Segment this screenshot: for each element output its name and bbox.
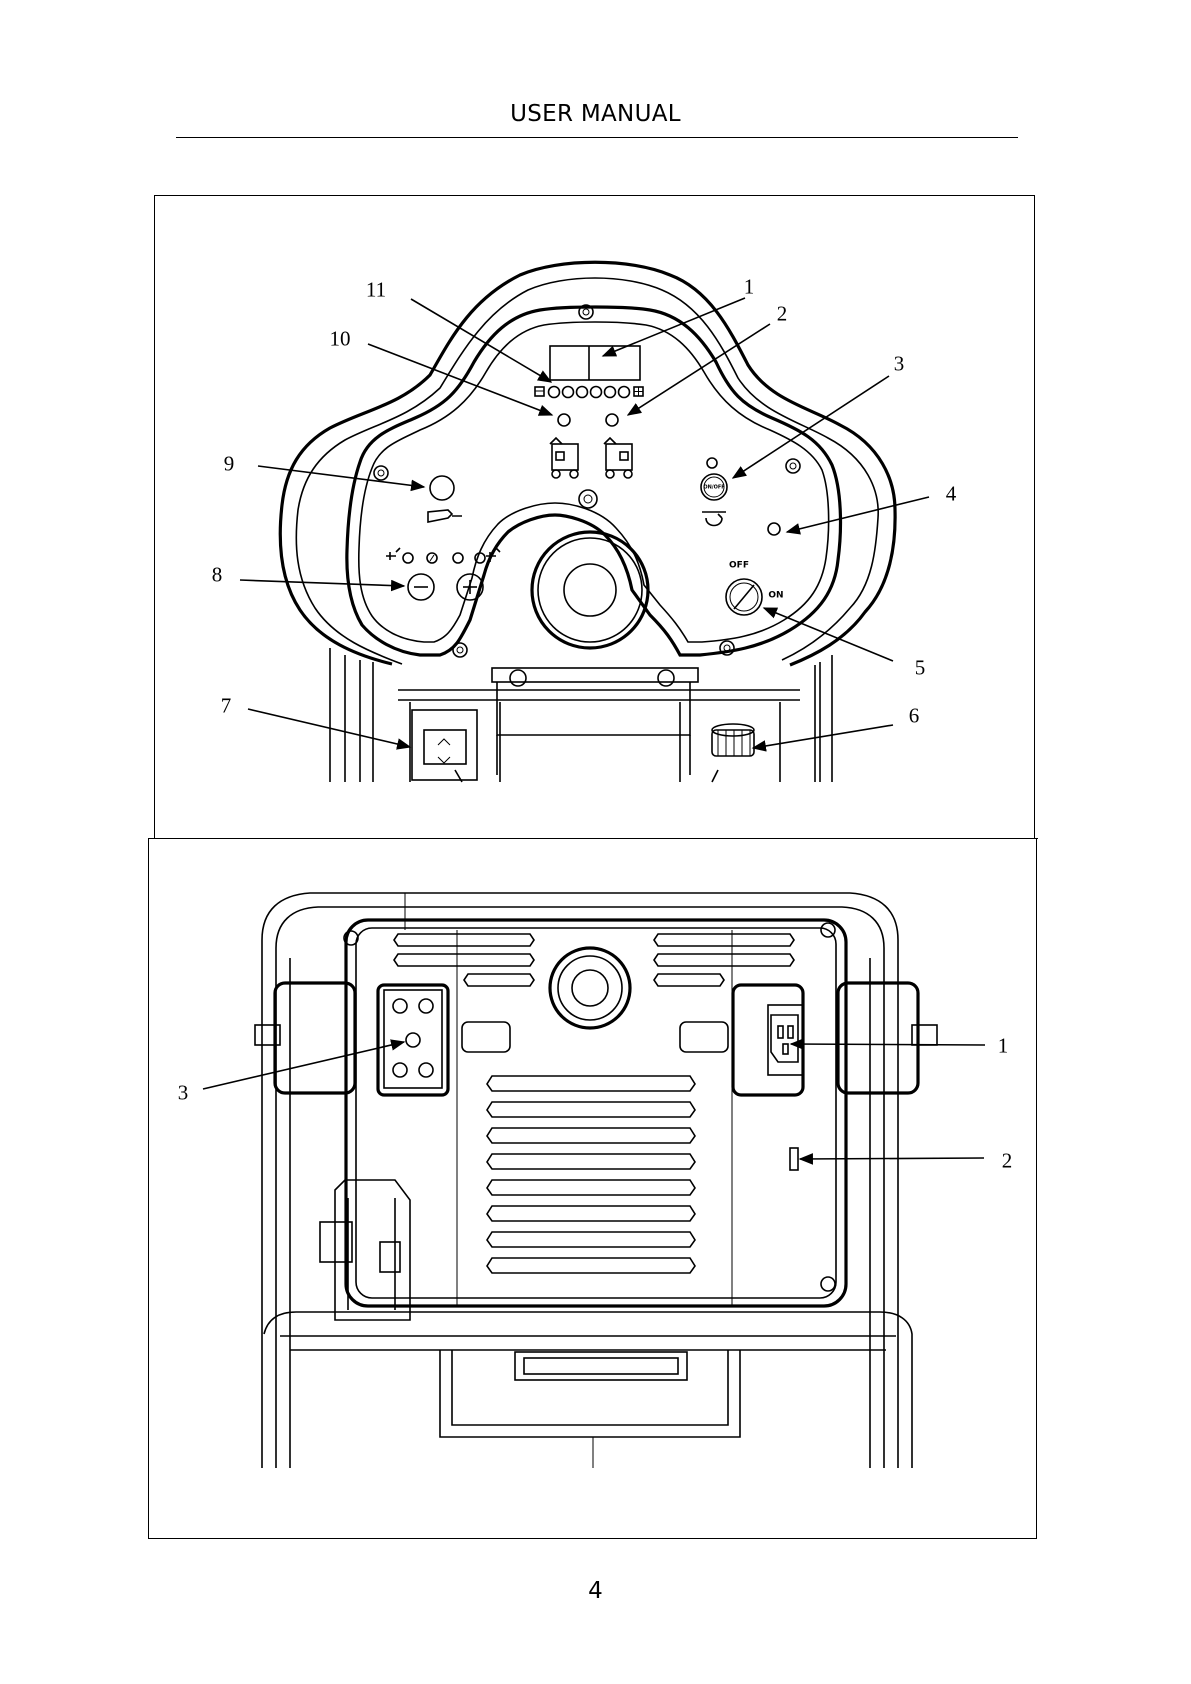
rocker-switch[interactable] [412,710,477,780]
charger-connector-block [378,985,448,1095]
machine-icon-right [604,438,632,478]
status-led [768,523,780,535]
key-switch-off-label: OFF [729,562,749,571]
callout-top-5: 5 [915,658,926,679]
callout-top-6: 6 [909,706,920,727]
machine-icon-left [550,438,578,478]
water-flow-indicator [386,548,500,563]
rotate-icon [702,512,726,526]
callout-bottom-3: 3 [178,1083,189,1104]
callout-bottom-1: 1 [998,1036,1009,1057]
on-off-button-label: ON/OFF [703,486,724,491]
callout-top-2: 2 [777,304,788,325]
key-switch-on-label: ON [768,592,783,601]
horn-icon [428,510,462,522]
battery-level-indicator [535,387,643,398]
callout-top-3: 3 [894,354,905,375]
small-data-port[interactable] [790,1148,798,1170]
page-number: 4 [0,1578,1191,1604]
callout-top-7: 7 [221,696,232,717]
lower-body [330,648,832,782]
callout-top-9: 9 [224,454,235,475]
power-led [707,458,717,468]
brush-led-left [558,414,570,426]
callout-top-1: 1 [744,277,755,298]
callout-top-11: 11 [366,280,386,301]
callout-bottom-2: 2 [1002,1151,1013,1172]
horn-button[interactable] [430,476,454,500]
callout-top-4: 4 [946,484,957,505]
display-screen [550,346,640,380]
brush-led-right [606,414,618,426]
control-panel-body [280,262,895,665]
rear-panel-body [255,893,937,1468]
adjustment-knob[interactable] [712,724,754,782]
callout-top-10: 10 [330,329,351,350]
power-inlet-socket[interactable] [733,985,803,1095]
callout-top-8: 8 [212,565,223,586]
